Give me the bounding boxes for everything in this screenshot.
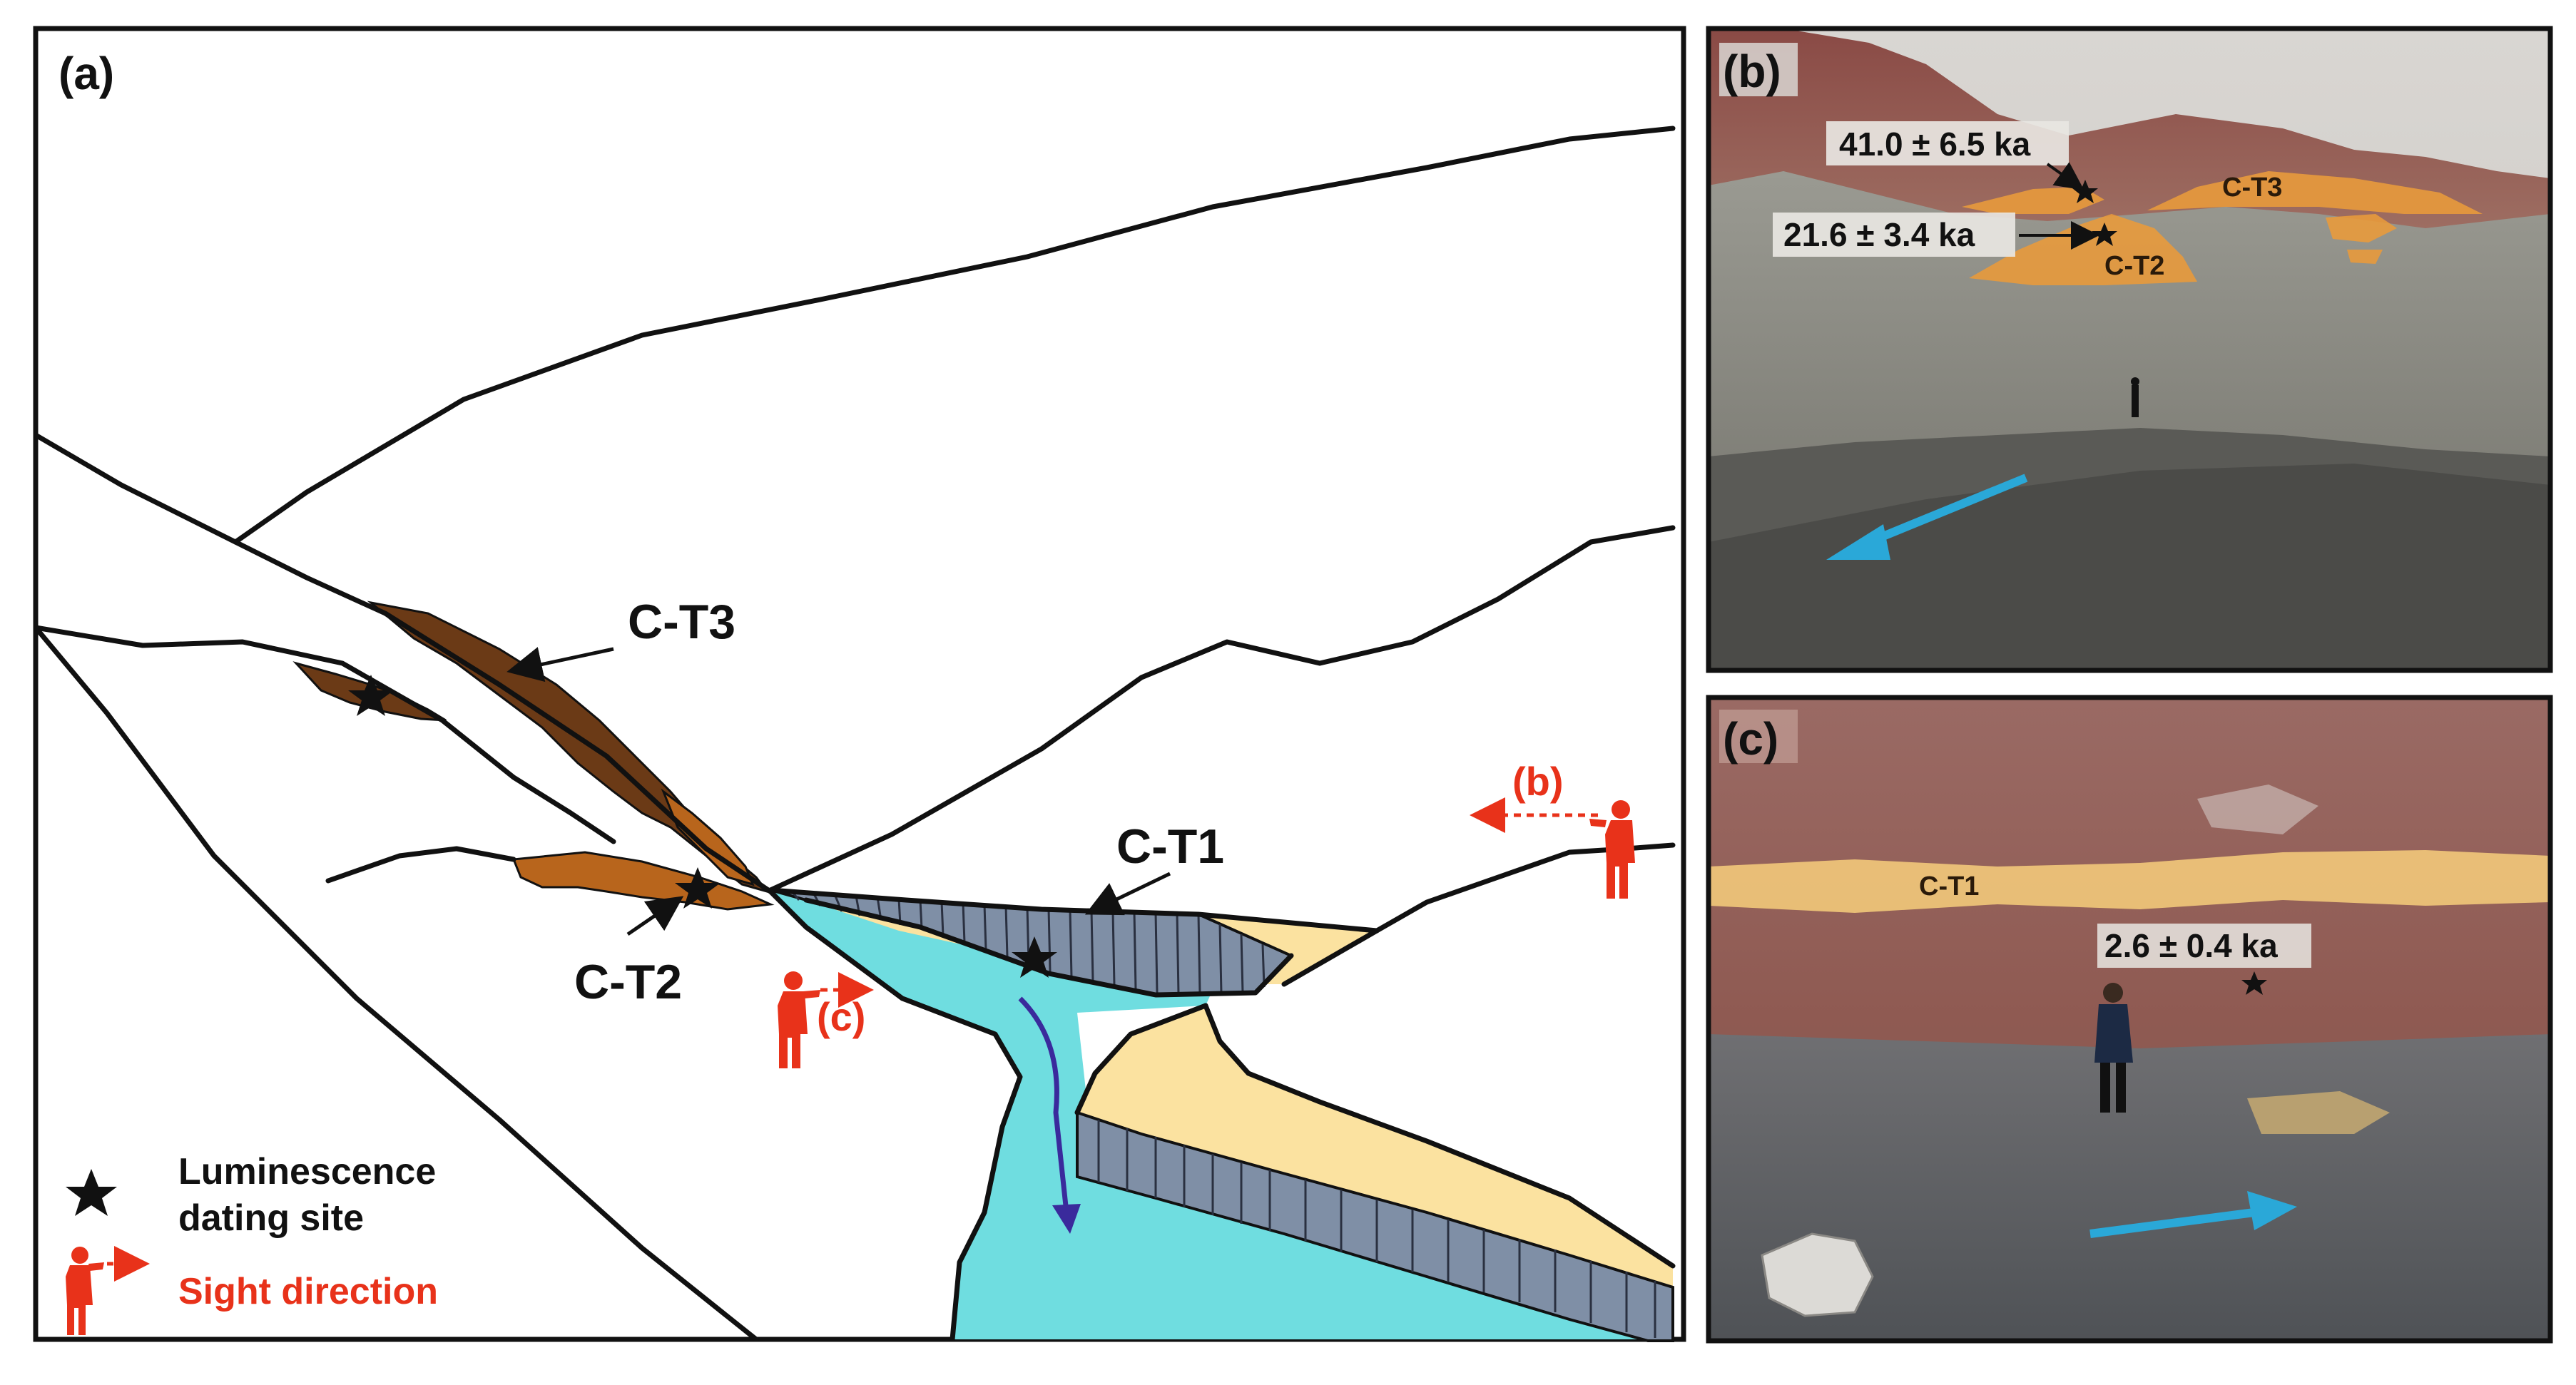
observer-b [1589,800,1635,899]
panel-c: C-T1 2.6 ± 0.4 ka (c) [1706,695,2553,1344]
legend-sight-label: Sight direction [178,1271,438,1312]
view-label-b: (b) [1512,759,1564,804]
photo-c-star [2241,971,2267,995]
photo-b-terrace-t2 [1969,214,2197,285]
photo-c-boulder [1761,1232,1874,1317]
photo-b-age2-box [1773,213,2015,257]
label-c-t2: C-T2 [574,955,682,1009]
legend-dating-line1: Luminescence [178,1151,436,1192]
panel-c-label: (c) [1723,713,1778,765]
photo-b-label-t3: C-T3 [2222,173,2282,203]
photo-c-label-t1: C-T1 [1919,872,1979,901]
photo-b-age1: 41.0 ± 6.5 ka [1839,126,2031,163]
photo-b-age1-box [1826,121,2069,165]
legend-observer-icon [66,1247,104,1335]
terrace-t3-mid-strip [661,788,755,886]
label-c-t3: C-T3 [628,595,735,649]
photo-c-person [2094,983,2133,1113]
legend-star-icon [66,1169,117,1216]
label-c-t1: C-T1 [1116,819,1224,874]
photo-b-star-1 [2072,180,2098,203]
legend-dating-line2: dating site [178,1197,364,1239]
view-label-c: (c) [817,994,865,1039]
label-pointers [506,647,1171,936]
photo-c-flow-arrow [2089,1208,2255,1238]
terrace-t3-strip [367,600,770,894]
river-channel [770,891,1673,1339]
photo-b-label-t2: C-T2 [2104,251,2164,281]
cut-bank-lower-hatching [1097,1120,1656,1338]
dating-star-t3 [348,675,394,716]
panel-a: C-T3 C-T2 C-T1 (a) (b) (c) Luminescence … [33,26,1686,1342]
photo-c-age: 2.6 ± 0.4 ka [2104,927,2278,964]
panel-b: 41.0 ± 6.5 ka 21.6 ± 3.4 ka C-T3 C-T2 (b… [1706,26,2553,673]
cut-bank-lower [1076,1110,1674,1342]
photo-b-terrace-t3 [1962,187,2104,214]
panel-a-frame [33,26,1686,1342]
panel-b-frame [1706,26,2553,673]
dating-star-t1 [1012,936,1057,978]
photo-b-label-bg [1719,43,1798,96]
flow-arrow [1018,996,1069,1213]
photo-b-age2: 21.6 ± 3.4 ka [1783,216,1975,253]
legend: Luminescence dating site Sight direction [66,1151,438,1335]
panel-a-label: (a) [58,48,114,99]
observer-c [778,971,820,1068]
panel-b-label: (b) [1723,46,1781,97]
photo-b-terrace-t3-right [2147,171,2483,214]
photo-c-label-bg [1719,710,1798,763]
photo-c-age-box [2097,924,2311,968]
photo-b-flow-arrow [1867,474,2028,546]
photo-c-terrace-t1 [1709,850,2550,913]
dating-star-t2 [675,867,721,909]
panel-c-frame [1706,695,2553,1344]
photo-b-person [2132,385,2139,417]
flow-arrow-head [1052,1204,1081,1234]
landscape-lines [33,126,1676,1342]
